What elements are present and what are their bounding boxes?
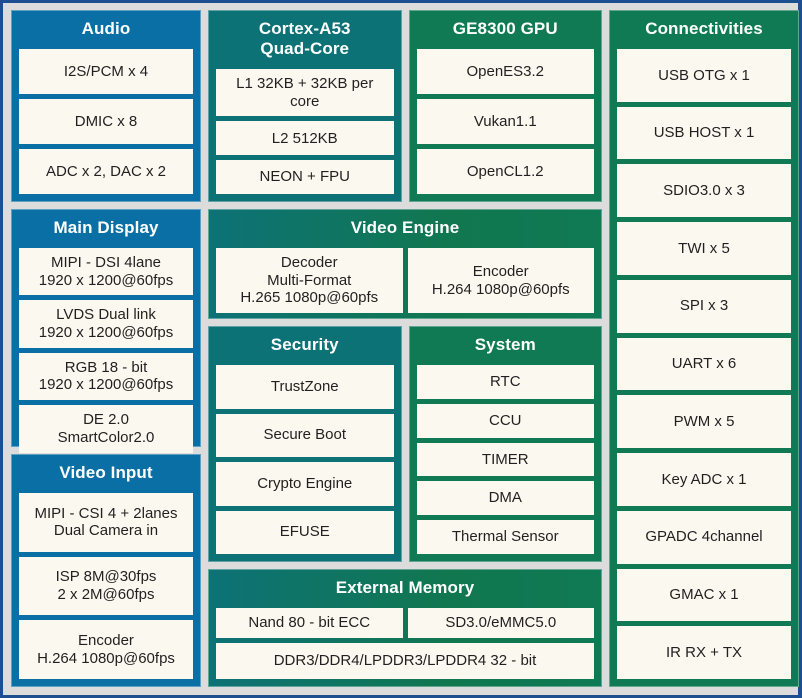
block-audio: Audio I2S/PCM x 4 DMIC x 8 ADC x 2, DAC …	[11, 10, 201, 202]
block-ge8300-gpu-title: GE8300 GPU	[452, 19, 558, 38]
item-l2-cache[interactable]: L2 512KB	[216, 121, 394, 156]
block-audio-items: I2S/PCM x 4 DMIC x 8 ADC x 2, DAC x 2	[19, 49, 193, 194]
item-opengles32[interactable]: OpenES3.2	[416, 49, 594, 95]
block-cortex-a53-items: L1 32KB + 32KB per core L2 512KB NEON + …	[216, 69, 394, 194]
item-opencl12[interactable]: OpenCL1.2	[416, 149, 594, 194]
soc-block-diagram: Audio I2S/PCM x 4 DMIC x 8 ADC x 2, DAC …	[3, 3, 799, 695]
item-gpadc[interactable]: GPADC 4channel	[617, 510, 791, 564]
block-system: System RTC CCU TIMER DMA Thermal Sensor	[408, 326, 602, 562]
item-key-adc[interactable]: Key ADC x 1	[617, 453, 791, 506]
item-pwm[interactable]: PWM x 5	[617, 395, 791, 449]
block-video-input: Video Input MIPI - CSI 4 + 2lanes Dual C…	[11, 454, 201, 687]
block-system-items: RTC CCU TIMER DMA Thermal Sensor	[416, 365, 594, 555]
block-security-items: TrustZone Secure Boot Crypto Engine EFUS…	[216, 365, 394, 554]
block-video-input-items: MIPI - CSI 4 + 2lanes Dual Camera in ISP…	[19, 493, 193, 680]
item-ccu[interactable]: CCU	[416, 403, 594, 438]
block-main-display: Main Display MIPI - DSI 4lane 1920 x 120…	[11, 209, 201, 453]
item-usb-otg[interactable]: USB OTG x 1	[617, 49, 791, 102]
item-adc-dac[interactable]: ADC x 2, DAC x 2	[19, 149, 193, 194]
item-vi-encoder[interactable]: Encoder H.264 1080p@60fps	[19, 620, 193, 680]
block-video-engine: Video Engine Decoder Multi-Format H.265 …	[208, 209, 602, 319]
block-main-display-items: MIPI - DSI 4lane 1920 x 1200@60fps LVDS …	[19, 248, 193, 453]
item-usb-host[interactable]: USB HOST x 1	[617, 106, 791, 160]
right-column: Connectivities USB OTG x 1 USB HOST x 1 …	[609, 10, 799, 687]
item-ve-encoder[interactable]: Encoder H.264 1080p@60pfs	[407, 248, 594, 314]
item-i2s-pcm[interactable]: I2S/PCM x 4	[19, 49, 193, 95]
item-ve-decoder[interactable]: Decoder Multi-Format H.265 1080p@60pfs	[216, 248, 403, 314]
block-external-memory-items: Nand 80 - bit ECC SD3.0/eMMC5.0 DDR3/DDR…	[216, 608, 594, 679]
block-audio-title: Audio	[81, 19, 131, 38]
block-security-title: Security	[270, 335, 339, 354]
item-ddr[interactable]: DDR3/DDR4/LPDDR3/LPDDR4 32 - bit	[216, 642, 594, 679]
block-connectivities-title: Connectivities	[645, 19, 763, 38]
external-memory-row: Nand 80 - bit ECC SD3.0/eMMC5.0	[216, 608, 594, 638]
block-system-title: System	[474, 335, 536, 354]
left-column: Audio I2S/PCM x 4 DMIC x 8 ADC x 2, DAC …	[11, 10, 201, 687]
item-neon-fpu[interactable]: NEON + FPU	[216, 160, 394, 194]
block-external-memory-title: External Memory	[335, 578, 475, 597]
item-vulkan11[interactable]: Vukan1.1	[416, 99, 594, 145]
block-video-input-title: Video Input	[59, 463, 153, 482]
item-efuse[interactable]: EFUSE	[216, 510, 394, 554]
item-ir-rx-tx[interactable]: IR RX + TX	[617, 626, 791, 679]
item-timer[interactable]: TIMER	[416, 442, 594, 477]
block-video-engine-items: Decoder Multi-Format H.265 1080p@60pfs E…	[216, 248, 594, 314]
item-lvds[interactable]: LVDS Dual link 1920 x 1200@60fps	[19, 300, 193, 348]
block-main-display-title: Main Display	[53, 218, 159, 237]
item-secure-boot[interactable]: Secure Boot	[216, 413, 394, 458]
item-trustzone[interactable]: TrustZone	[216, 365, 394, 409]
cpu-gpu-row: Cortex-A53 Quad-Core L1 32KB + 32KB per …	[208, 10, 602, 202]
block-ge8300-gpu-items: OpenES3.2 Vukan1.1 OpenCL1.2	[416, 49, 594, 194]
item-rtc[interactable]: RTC	[416, 365, 594, 399]
security-system-row: Security TrustZone Secure Boot Crypto En…	[208, 326, 602, 562]
item-sd-emmc[interactable]: SD3.0/eMMC5.0	[407, 608, 594, 638]
item-isp[interactable]: ISP 8M@30fps 2 x 2M@60fps	[19, 556, 193, 616]
item-spi[interactable]: SPI x 3	[617, 279, 791, 333]
item-thermal-sensor[interactable]: Thermal Sensor	[416, 520, 594, 555]
item-l1-cache[interactable]: L1 32KB + 32KB per core	[216, 69, 394, 117]
block-cortex-a53: Cortex-A53 Quad-Core L1 32KB + 32KB per …	[208, 10, 402, 202]
item-rgb18[interactable]: RGB 18 - bit 1920 x 1200@60fps	[19, 352, 193, 401]
item-mipi-dsi[interactable]: MIPI - DSI 4lane 1920 x 1200@60fps	[19, 248, 193, 296]
item-twi[interactable]: TWI x 5	[617, 222, 791, 275]
block-cortex-a53-title: Cortex-A53 Quad-Core	[258, 19, 351, 59]
item-de20[interactable]: DE 2.0 SmartColor2.0	[19, 405, 193, 453]
middle-column: Cortex-A53 Quad-Core L1 32KB + 32KB per …	[208, 10, 602, 687]
item-sdio[interactable]: SDIO3.0 x 3	[617, 164, 791, 218]
item-dmic[interactable]: DMIC x 8	[19, 99, 193, 145]
item-nand[interactable]: Nand 80 - bit ECC	[216, 608, 403, 638]
block-connectivities-items: USB OTG x 1 USB HOST x 1 SDIO3.0 x 3 TWI…	[617, 49, 791, 679]
item-dma[interactable]: DMA	[416, 481, 594, 516]
block-video-engine-title: Video Engine	[350, 218, 460, 237]
item-gmac[interactable]: GMAC x 1	[617, 568, 791, 622]
item-uart[interactable]: UART x 6	[617, 337, 791, 391]
block-connectivities: Connectivities USB OTG x 1 USB HOST x 1 …	[609, 10, 799, 687]
item-mipi-csi[interactable]: MIPI - CSI 4 + 2lanes Dual Camera in	[19, 493, 193, 552]
block-ge8300-gpu: GE8300 GPU OpenES3.2 Vukan1.1 OpenCL1.2	[408, 10, 602, 202]
block-external-memory: External Memory Nand 80 - bit ECC SD3.0/…	[208, 569, 602, 687]
item-crypto-engine[interactable]: Crypto Engine	[216, 462, 394, 506]
block-security: Security TrustZone Secure Boot Crypto En…	[208, 326, 402, 562]
